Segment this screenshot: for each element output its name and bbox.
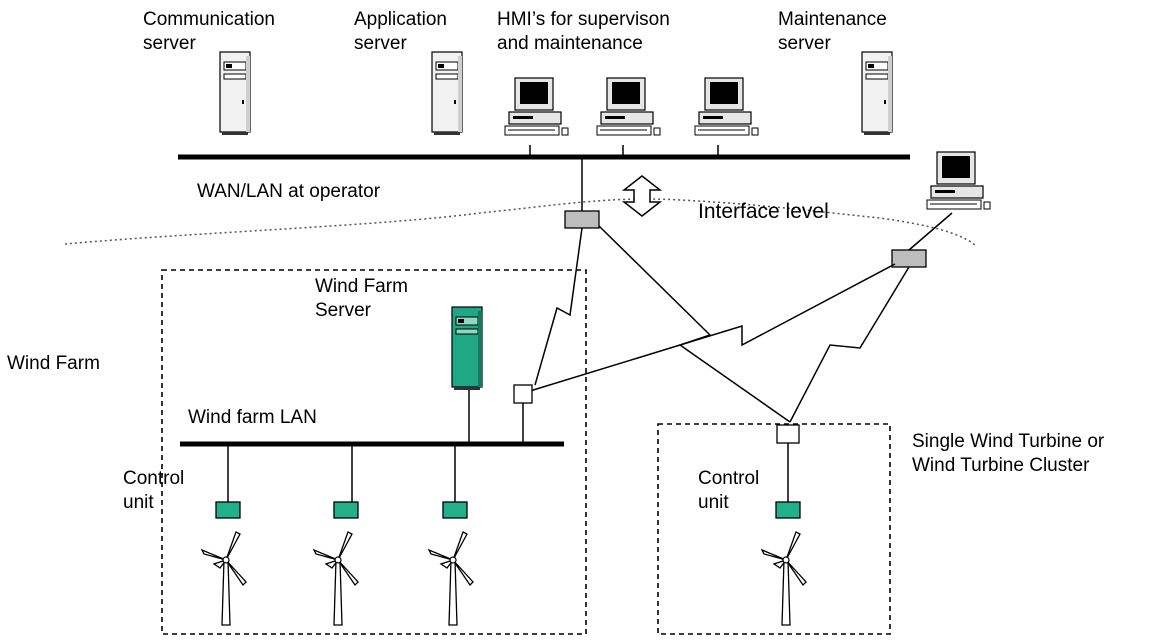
- remote-computer-icon: [926, 151, 991, 210]
- wind-turbine-icon: [428, 531, 474, 626]
- control-unit-icon: [442, 501, 468, 519]
- maintenance-server-icon: [861, 51, 893, 136]
- application-server-icon: [431, 51, 463, 136]
- wind-farm-lan-label: Wind farm LAN: [188, 407, 317, 428]
- wind-turbine-icon: [313, 531, 359, 626]
- control-unit-icon: [215, 501, 241, 519]
- communication-server-icon: [219, 51, 251, 136]
- turbine-node-icon: [776, 424, 800, 444]
- hmi-computer-icon: [504, 77, 569, 136]
- hmi-computer-icon: [694, 77, 759, 136]
- wireless-link: [789, 266, 910, 423]
- interface-node-icon: [564, 210, 600, 229]
- wind-farm-server-icon: [451, 306, 483, 390]
- interface-node-icon: [891, 249, 927, 268]
- control-unit-icon: [775, 501, 801, 519]
- wan-lan-label: WAN/LAN at operator: [197, 181, 381, 202]
- wind-farm-label: Wind Farm: [7, 353, 100, 374]
- wind-farm-node-icon: [513, 384, 533, 404]
- wind-farm-boundary: [161, 269, 587, 635]
- wind-turbine-icon: [761, 531, 807, 626]
- wind-turbine-icon: [201, 531, 247, 626]
- hmi-computer-icon: [596, 77, 661, 136]
- wireless-link: [529, 263, 896, 392]
- wireless-link: [534, 227, 583, 386]
- interface-level-label: Interface level: [698, 200, 829, 223]
- wireless-link: [598, 225, 791, 423]
- double-arrow-icon: [621, 175, 663, 217]
- single-turbine-boundary: [657, 423, 891, 635]
- control-unit-icon: [333, 501, 359, 519]
- interface-boundary: [64, 198, 976, 246]
